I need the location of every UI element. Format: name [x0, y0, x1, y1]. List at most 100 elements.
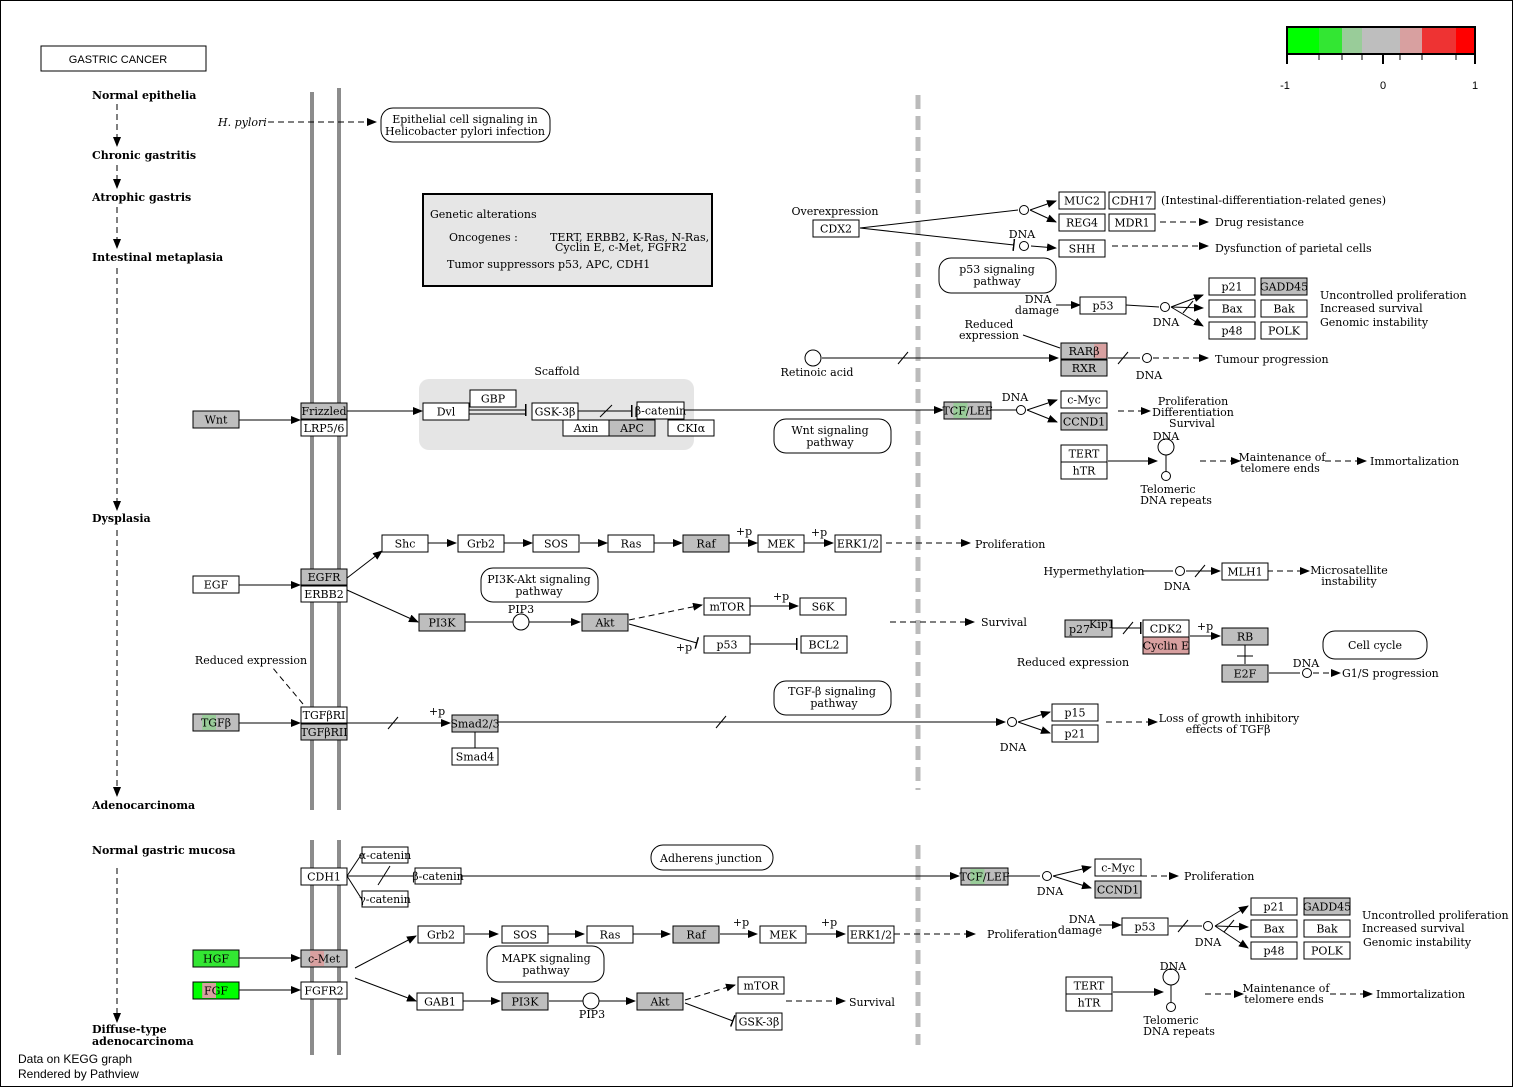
gene-bcatenin[interactable]: β-catenin — [635, 401, 686, 420]
gene-htr-2[interactable]: hTR — [1065, 993, 1113, 1012]
gene-p15[interactable]: p15 — [1051, 703, 1099, 722]
pathway-mapk[interactable] — [486, 945, 605, 983]
gene-tert-2[interactable]: TERT — [1065, 976, 1113, 995]
gene-egf[interactable]: EGF — [192, 575, 240, 594]
gene-bcl2[interactable]: BCL2 — [800, 635, 848, 654]
pathway-hpylori[interactable] — [380, 107, 551, 143]
gene-frizzled[interactable]: Frizzled — [300, 402, 348, 420]
pip3-circle-2[interactable] — [582, 992, 600, 1010]
gene-cdh17[interactable]: CDH17 — [1108, 191, 1156, 210]
gene-bak[interactable]: Bak — [1260, 299, 1308, 318]
gene-rb[interactable]: RB — [1221, 627, 1269, 646]
pathway-p53[interactable] — [938, 257, 1057, 294]
gene-erk-2[interactable]: ERK1/2 — [847, 925, 895, 944]
pathway-wnt[interactable] — [773, 418, 892, 454]
gene-s6k[interactable]: S6K — [799, 597, 847, 616]
gene-pi3k[interactable]: PI3K — [418, 613, 466, 632]
gene-tcflef-2[interactable]: TCF/LEF — [959, 867, 1010, 886]
gene-p53-3[interactable]: p53 — [1121, 917, 1169, 936]
gene-gadd45-2[interactable]: GADD45 — [1303, 897, 1351, 916]
gene-tgfb[interactable]: TGFβ — [192, 713, 240, 732]
gene-muc2[interactable]: MUC2 — [1058, 191, 1106, 210]
gene-rxr[interactable]: RXR — [1060, 359, 1108, 377]
gene-raf-2[interactable]: Raf — [672, 925, 720, 944]
gene-acatenin[interactable]: α-catenin — [359, 846, 411, 864]
gene-mtor-2[interactable]: mTOR — [737, 976, 785, 995]
gene-wnt[interactable]: Wnt — [192, 410, 240, 429]
gene-tgfbri[interactable]: TGFβRI — [300, 706, 348, 724]
gene-ras[interactable]: Ras — [607, 534, 655, 553]
gene-gsk3b[interactable]: GSK-3β — [531, 402, 579, 421]
gene-fgfr2[interactable]: FGFR2 — [300, 981, 348, 1000]
gene-p53-2[interactable]: p53 — [703, 635, 751, 654]
gene-grb2[interactable]: Grb2 — [457, 534, 505, 553]
gene-e2f[interactable]: E2F — [1221, 664, 1269, 683]
gene-cdk2[interactable]: CDK2 — [1142, 619, 1190, 638]
gene-gcatenin[interactable]: γ-catenin — [359, 890, 411, 908]
gene-mtor[interactable]: mTOR — [703, 597, 751, 616]
gene-akt[interactable]: Akt — [581, 613, 629, 632]
gene-egfr[interactable]: EGFR — [300, 568, 348, 586]
gene-mlh1[interactable]: MLH1 — [1221, 562, 1269, 581]
gene-cdx2[interactable]: CDX2 — [812, 219, 860, 238]
gene-hgf[interactable]: HGF — [192, 949, 240, 968]
gene-smad23[interactable]: Smad2/3 — [450, 714, 500, 733]
pathway-adherens[interactable] — [650, 844, 774, 871]
gene-p48-2[interactable]: p48 — [1250, 941, 1298, 960]
gene-rarb[interactable]: RARβ — [1060, 342, 1108, 360]
gene-cmyc[interactable]: c-Myc — [1060, 390, 1108, 409]
gene-mek-2[interactable]: MEK — [759, 925, 807, 944]
gene-htr[interactable]: hTR — [1060, 461, 1108, 480]
gene-dvl[interactable]: Dvl — [422, 402, 470, 421]
gene-p21-3[interactable]: p21 — [1250, 897, 1298, 916]
gene-ccnd1-2[interactable]: CCND1 — [1094, 880, 1142, 899]
gene-axin[interactable]: Axin — [562, 419, 610, 437]
gene-gab1[interactable]: GAB1 — [416, 992, 464, 1011]
gene-p21[interactable]: p21 — [1208, 277, 1256, 296]
gene-sos[interactable]: SOS — [532, 534, 580, 553]
gene-gbp[interactable]: GBP — [469, 389, 517, 408]
gene-tcflef[interactable]: TCF/LEF — [942, 401, 993, 420]
gene-tert[interactable]: TERT — [1060, 444, 1108, 463]
gene-p53[interactable]: p53 — [1079, 296, 1127, 315]
gene-shc[interactable]: Shc — [381, 534, 429, 553]
gene-cmyc-2[interactable]: c-Myc — [1094, 858, 1142, 877]
gene-cycline[interactable]: Cyclin E — [1142, 636, 1190, 655]
gene-cmet[interactable]: c-Met — [300, 949, 348, 968]
gene-lrp56[interactable]: LRP5/6 — [300, 419, 348, 437]
gene-gadd45[interactable]: GADD45 — [1260, 277, 1308, 296]
gene-bcatenin-2[interactable]: β-catenin — [412, 867, 464, 885]
gene-erk[interactable]: ERK1/2 — [834, 534, 882, 553]
gene-grb2-2[interactable]: Grb2 — [417, 925, 465, 944]
gene-ras-2[interactable]: Ras — [586, 925, 634, 944]
gene-cdh1[interactable]: CDH1 — [300, 867, 348, 886]
gene-smad4[interactable]: Smad4 — [451, 747, 499, 766]
pip3-circle[interactable] — [512, 613, 530, 631]
retinoic-acid-circle[interactable] — [804, 349, 822, 367]
gene-gsk3b-2[interactable]: GSK-3β — [735, 1012, 783, 1031]
gene-apc[interactable]: APC — [608, 419, 656, 437]
gene-bax-2[interactable]: Bax — [1250, 919, 1298, 938]
gene-p21-2[interactable]: p21 — [1051, 724, 1099, 743]
gene-polk-2[interactable]: POLK — [1303, 941, 1351, 960]
gene-reg4[interactable]: REG4 — [1058, 213, 1106, 232]
gene-raf[interactable]: Raf — [682, 534, 730, 553]
gene-p48[interactable]: p48 — [1208, 321, 1256, 340]
gene-shh[interactable]: SHH — [1058, 239, 1106, 258]
gene-erbb2[interactable]: ERBB2 — [300, 585, 348, 603]
pathway-cell-cycle[interactable] — [1322, 630, 1428, 660]
gene-mek[interactable]: MEK — [757, 534, 805, 553]
gene-pi3k-2[interactable]: PI3K — [501, 992, 549, 1011]
gene-fgf[interactable]: FGF — [192, 981, 240, 1000]
pathway-pi3k-akt[interactable] — [480, 567, 599, 603]
gene-akt-2[interactable]: Akt — [636, 992, 684, 1011]
gene-ckia[interactable]: CKIα — [667, 419, 715, 437]
gene-sos-2[interactable]: SOS — [501, 925, 549, 944]
gene-ccnd1[interactable]: CCND1 — [1060, 412, 1108, 431]
gene-polk[interactable]: POLK — [1260, 321, 1308, 340]
gene-bak-2[interactable]: Bak — [1303, 919, 1351, 938]
gene-tgfbrii[interactable]: TGFβRII — [300, 723, 348, 741]
gene-bax[interactable]: Bax — [1208, 299, 1256, 318]
pathway-tgfb[interactable] — [773, 680, 892, 716]
